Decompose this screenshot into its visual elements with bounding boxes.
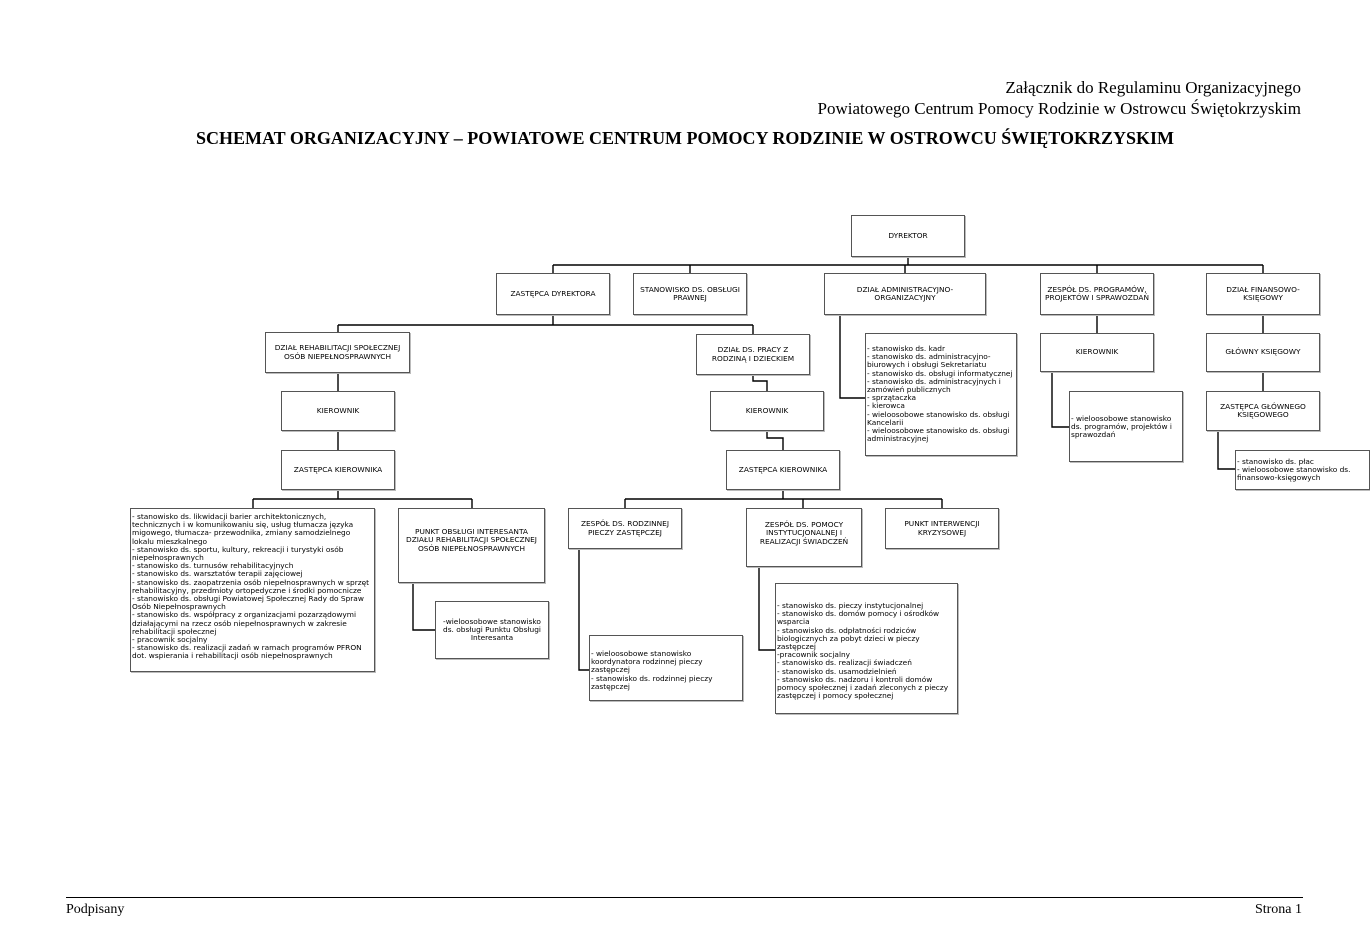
finance-position-item: - wieloosobowe stanowisko ds. finansowo-… <box>1237 465 1351 483</box>
connector-pomoc-list <box>758 567 775 651</box>
node-foster-care-team: ZESPÓŁ DS. RODZINNEJ PIECZY ZASTĘPCZEJ <box>568 508 682 549</box>
node-family-deputy-manager: ZASTĘPCA KIEROWNIKA <box>726 450 840 490</box>
node-deputy-director: ZASTĘPCA DYREKTORA <box>496 273 610 315</box>
node-legal-post: STANOWISKO DS. OBSŁUGI PRAWNEJ <box>633 273 747 315</box>
node-rehab-department-label: DZIAŁ REHABILITACJI SPOŁECZNEJ OSÓB NIEP… <box>274 343 401 361</box>
admin-position-item: - sprzątaczka <box>867 393 917 403</box>
connector-deputy-bus <box>337 315 754 334</box>
node-director: DYREKTOR <box>851 215 965 257</box>
footer-divider <box>66 897 1303 898</box>
node-rehab-manager-label: KIEROWNIK <box>316 405 360 415</box>
foster-care-position-item: - wieloosobowe stanowisko koordynatora r… <box>591 649 703 675</box>
node-rehab-department: DZIAŁ REHABILITACJI SPOŁECZNEJ OSÓB NIEP… <box>265 332 410 373</box>
customer-service-positions-list: -wieloosobowe stanowisko ds. obsługi Pun… <box>435 601 549 659</box>
attachment-header-line-2: Powiatowego Centrum Pomocy Rodzinie w Os… <box>817 99 1301 118</box>
node-finance-department: DZIAŁ FINANSOWO-KSIĘGOWY <box>1206 273 1320 315</box>
admin-position-item: - kierowca <box>867 401 905 411</box>
admin-positions-list: - stanowisko ds. kadr - stanowisko ds. a… <box>865 333 1017 456</box>
admin-position-item: - stanowisko ds. administracyjno-biurowy… <box>867 352 991 370</box>
institutional-help-position-item: - stanowisko ds. usamodzielnień <box>777 666 897 676</box>
node-foster-care-team-label: ZESPÓŁ DS. RODZINNEJ PIECZY ZASTĘPCZEJ <box>580 519 670 537</box>
node-programs-team-label: ZESPÓŁ DS. PROGRAMÓW, PROJEKTÓW I SPRAWO… <box>1044 284 1149 302</box>
connector-admin-list <box>839 315 865 399</box>
institutional-help-position-item: - stanowisko ds. odpłatności rodziców bi… <box>777 625 920 652</box>
finance-position-item: - stanowisko ds. płac <box>1237 457 1314 466</box>
admin-position-item: - stanowisko ds. kadr <box>867 344 945 353</box>
institutional-help-position-item: - stanowisko ds. realizacji świadczeń <box>777 658 912 668</box>
node-rehab-manager: KIEROWNIK <box>281 391 395 431</box>
node-family-manager: KIEROWNIK <box>710 391 824 431</box>
node-institutional-help-team: ZESPÓŁ DS. POMOCY INSTYTUCJONALNEJ I REA… <box>746 508 862 567</box>
node-customer-service-point: PUNKT OBSŁUGI INTERESANTA DZIAŁU REHABIL… <box>398 508 545 583</box>
connector-rehab-chain <box>252 373 473 508</box>
connector-piecza-list <box>578 549 589 671</box>
connector-director-bus <box>552 257 1264 273</box>
admin-position-item: - stanowisko ds. administracyjnych i zam… <box>867 376 1001 395</box>
rehab-position-item: - stanowisko ds. zaopatrzenia osób niepe… <box>132 577 370 595</box>
node-family-department-label: DZIAŁ DS. PRACY Z RODZINĄ I DZIECKIEM <box>711 345 795 363</box>
rehab-position-item: - pracownik socjalny <box>132 635 208 645</box>
node-chief-accountant: GŁÓWNY KSIĘGOWY <box>1206 333 1320 372</box>
rehab-position-item: - stanowisko ds. sportu, kultury, rekrea… <box>132 544 344 563</box>
rehab-position-item: - stanowisko ds. realizacji zadań w rama… <box>132 643 362 661</box>
node-family-department: DZIAŁ DS. PRACY Z RODZINĄ I DZIECKIEM <box>696 334 810 375</box>
node-deputy-chief-accountant: ZASTĘPCA GŁÓWNEGO KSIĘGOWEGO <box>1206 391 1320 431</box>
admin-position-item: - wieloosobowe stanowisko ds. obsługi Ka… <box>867 409 1010 427</box>
connector-programs-chain <box>1051 315 1098 428</box>
institutional-help-position-item: - stanowisko ds. domów pomocy i ośrodków… <box>777 609 940 627</box>
institutional-help-position-item: -pracownik socjalny <box>777 650 851 660</box>
node-family-manager-label: KIEROWNIK <box>745 405 789 415</box>
rehab-position-item: - stanowisko ds. współpracy z organizacj… <box>132 610 357 636</box>
rehab-positions-list: - stanowisko ds. likwidacji barier archi… <box>130 508 375 672</box>
rehab-position-item: - stanowisko ds. turnusów rehabilitacyjn… <box>132 561 294 571</box>
node-finance-department-label: DZIAŁ FINANSOWO-KSIĘGOWY <box>1226 284 1300 302</box>
node-programs-manager: KIEROWNIK <box>1040 333 1154 372</box>
finance-positions-list: - stanowisko ds. płac - wieloosobowe sta… <box>1235 450 1370 490</box>
node-deputy-chief-accountant-label: ZASTĘPCA GŁÓWNEGO KSIĘGOWEGO <box>1220 401 1306 419</box>
rehab-position-item: - stanowisko ds. warsztatów terapii zaję… <box>132 569 303 579</box>
page-title: SCHEMAT ORGANIZACYJNY – POWIATOWE CENTRU… <box>196 128 1174 148</box>
footer-signed: Podpisany <box>66 902 125 917</box>
programs-positions-list: - wieloosobowe stanowisko ds. programów,… <box>1069 391 1183 462</box>
footer-page-number: Strona 1 <box>1254 902 1302 917</box>
node-rehab-deputy-manager-label: ZASTĘPCA KIEROWNIKA <box>293 464 383 474</box>
node-family-deputy-manager-label: ZASTĘPCA KIEROWNIKA <box>738 464 828 474</box>
node-customer-service-point-label: PUNKT OBSŁUGI INTERESANTA DZIAŁU REHABIL… <box>406 527 537 553</box>
node-programs-manager-label: KIEROWNIK <box>1075 347 1119 357</box>
node-chief-accountant-label: GŁÓWNY KSIĘGOWY <box>1225 347 1301 357</box>
connector-family-chain <box>624 375 943 508</box>
node-admin-department: DZIAŁ ADMINISTRACYJNO-ORGANIZACYJNY <box>824 273 986 315</box>
institutional-help-positions-list: - stanowisko ds. pieczy instytucjonalnej… <box>775 583 958 714</box>
admin-position-item: - stanowisko ds. obsługi informatycznej <box>867 368 1013 378</box>
connector-punkt-list <box>412 583 435 631</box>
foster-care-position-item: - stanowisko ds. rodzinnej pieczy zastęp… <box>591 673 713 691</box>
node-admin-department-label: DZIAŁ ADMINISTRACYJNO-ORGANIZACYJNY <box>856 284 954 302</box>
node-crisis-intervention-point-label: PUNKT INTERWENCJI KRYZYSOWEJ <box>904 519 980 537</box>
node-rehab-deputy-manager: ZASTĘPCA KIEROWNIKA <box>281 450 395 490</box>
node-institutional-help-team-label: ZESPÓŁ DS. POMOCY INSTYTUCJONALNEJ I REA… <box>759 520 849 546</box>
attachment-header-line-1: Załącznik do Regulaminu Organizacyjnego <box>1005 78 1301 97</box>
rehab-position-item: - stanowisko ds. obsługi Powiatowej Społ… <box>132 594 364 612</box>
admin-position-item: - wieloosobowe stanowisko ds. obsługi ad… <box>867 426 1010 444</box>
node-programs-team: ZESPÓŁ DS. PROGRAMÓW, PROJEKTÓW I SPRAWO… <box>1040 273 1154 315</box>
connector-finance-chain <box>1217 315 1264 470</box>
customer-service-position-item: -wieloosobowe stanowisko ds. obsługi Pun… <box>443 617 541 643</box>
node-director-label: DYREKTOR <box>888 230 928 240</box>
foster-care-positions-list: - wieloosobowe stanowisko koordynatora r… <box>589 635 743 701</box>
institutional-help-position-item: - stanowisko ds. nadzoru i kontroli domó… <box>777 674 949 701</box>
node-deputy-director-label: ZASTĘPCA DYREKTORA <box>510 288 596 298</box>
institutional-help-position-item: - stanowisko ds. pieczy instytucjonalnej <box>777 601 924 610</box>
node-crisis-intervention-point: PUNKT INTERWENCJI KRYZYSOWEJ <box>885 508 999 549</box>
programs-position-item: - wieloosobowe stanowisko ds. programów,… <box>1071 414 1172 440</box>
rehab-position-item: - stanowisko ds. likwidacji barier archi… <box>132 512 354 546</box>
node-legal-post-label: STANOWISKO DS. OBSŁUGI PRAWNEJ <box>640 284 740 302</box>
